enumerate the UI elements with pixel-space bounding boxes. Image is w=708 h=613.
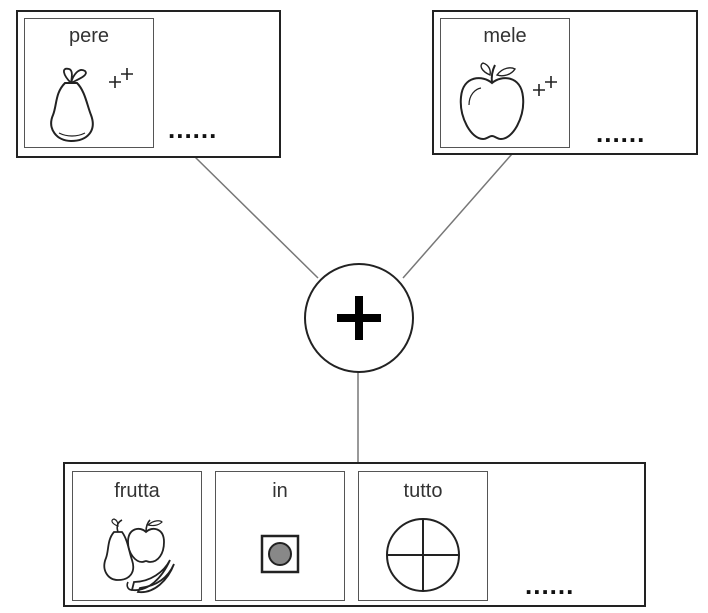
symbol-card-in[interactable]: in	[215, 471, 345, 601]
symbol-card-frutta[interactable]: frutta	[72, 471, 202, 601]
card-label: in	[272, 480, 288, 502]
connector-left	[194, 156, 319, 279]
continuation-dots: ......	[168, 114, 218, 144]
fruit-bundle-icon	[103, 518, 175, 593]
whole-circle-icon	[386, 518, 460, 592]
plus-plus-icon	[109, 68, 133, 88]
card-label: pere	[68, 25, 110, 47]
continuation-dots: ......	[596, 118, 646, 148]
symbol-box-result: frutta in tutto ......	[63, 462, 646, 607]
symbol-card-pere[interactable]: pere	[24, 18, 154, 148]
operator-circle	[304, 263, 414, 373]
pear-icon	[50, 67, 94, 143]
in-square-dot-icon	[260, 534, 300, 574]
card-label: mele	[483, 25, 527, 47]
symbol-box-pears: pere ......	[16, 10, 281, 158]
symbol-box-apples: mele ......	[432, 10, 698, 155]
plus-plus-icon	[533, 76, 557, 96]
card-label: tutto	[403, 480, 443, 502]
connector-right	[402, 153, 513, 279]
continuation-dots: ......	[525, 570, 575, 600]
apple-icon	[459, 62, 525, 141]
plus-icon	[337, 296, 381, 340]
card-label: frutta	[114, 480, 160, 502]
symbol-card-mele[interactable]: mele	[440, 18, 570, 148]
symbol-card-tutto[interactable]: tutto	[358, 471, 488, 601]
